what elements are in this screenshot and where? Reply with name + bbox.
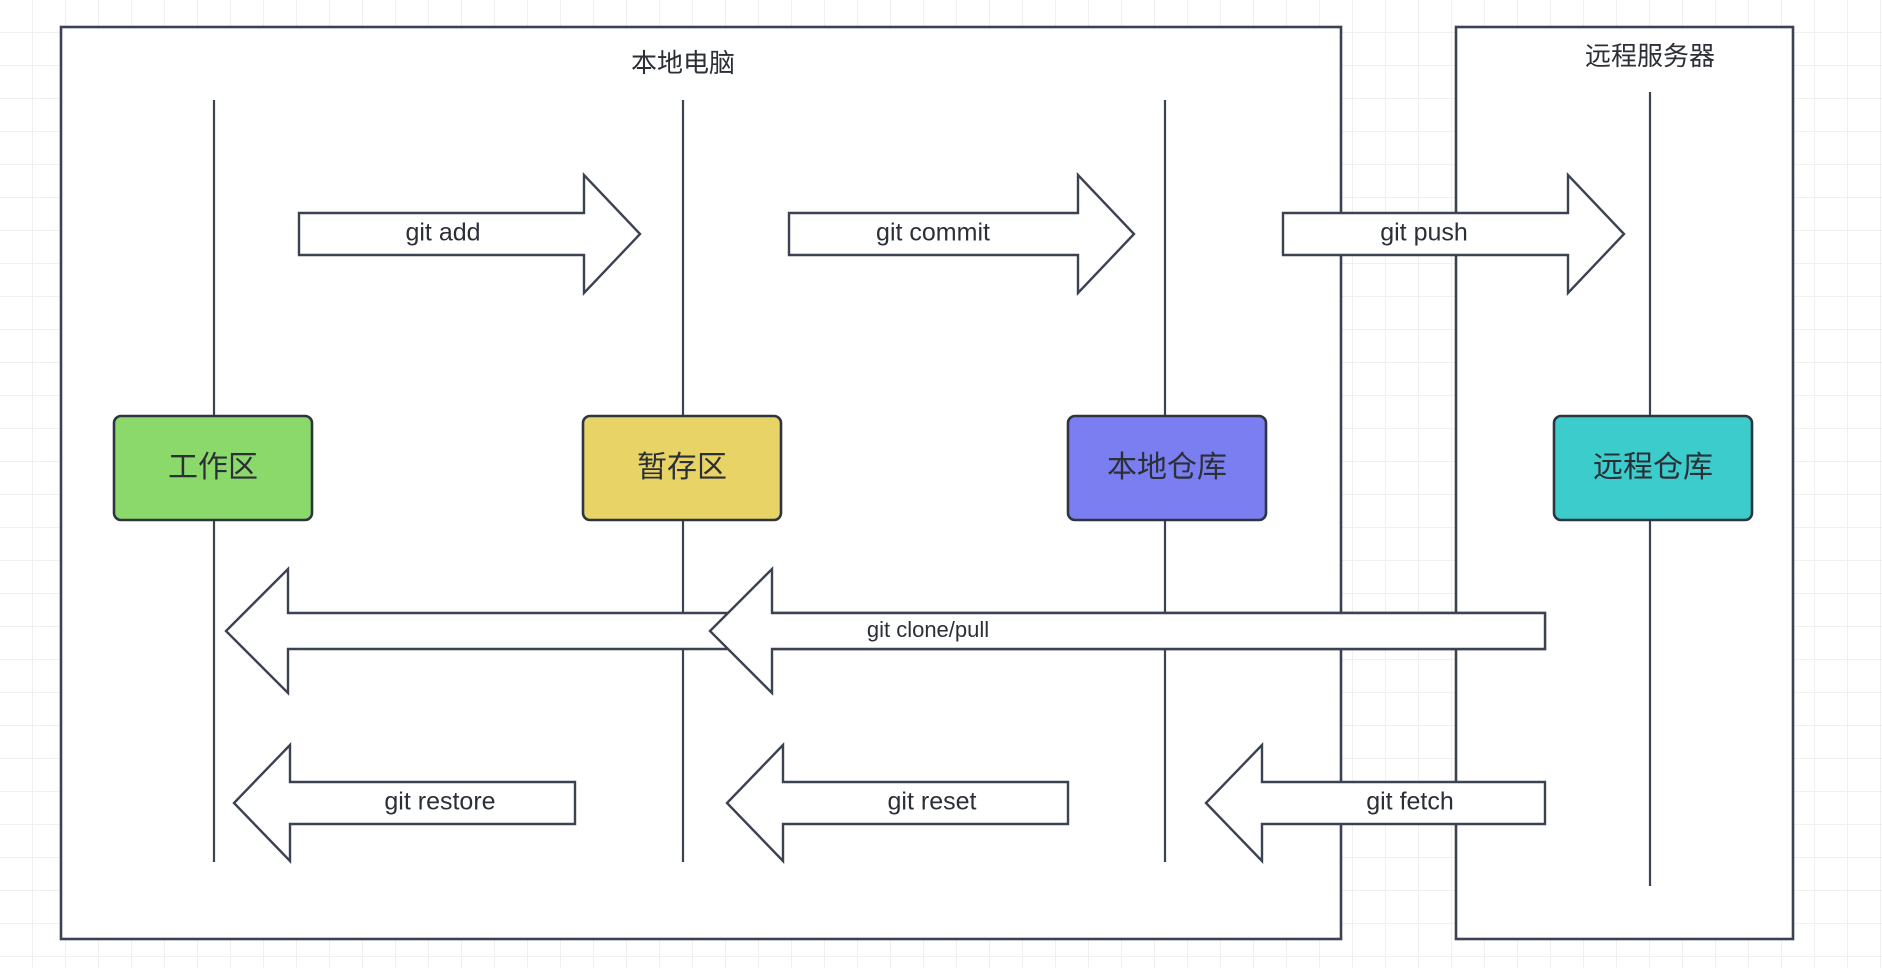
arrow-label-git-add: git add	[405, 219, 480, 247]
arrow-label-git-push: git push	[1380, 219, 1468, 247]
arrow-label-git-reset: git reset	[888, 788, 977, 816]
frame-title-local: 本地电脑	[631, 48, 735, 78]
node-local-repo[interactable]: 本地仓库	[1066, 414, 1268, 522]
arrow-git-fetch: git fetch	[1204, 742, 1547, 864]
arrow-shape-git-clone-pull	[708, 566, 1547, 696]
node-label-remote-repo: 远程仓库	[1593, 451, 1713, 484]
node-box-staging[interactable]	[581, 414, 783, 522]
arrow-git-commit: git commit	[787, 171, 1136, 297]
frame-title-remote: 远程服务器	[1585, 41, 1715, 71]
node-box-remote-repo[interactable]	[1552, 414, 1754, 522]
arrow-shape-git-push	[1281, 171, 1626, 297]
arrow-label-git-commit: git commit	[876, 219, 990, 247]
arrow-shape-git-commit	[787, 171, 1136, 297]
node-box-workspace[interactable]	[112, 414, 314, 522]
node-label-local-repo: 本地仓库	[1107, 451, 1227, 484]
nodes-layer: 工作区 暂存区 本地仓库 远程仓库	[112, 414, 1754, 522]
arrow-git-add: git add	[297, 171, 642, 297]
node-staging[interactable]: 暂存区	[581, 414, 783, 522]
arrow-shape-git-fetch	[1204, 742, 1547, 864]
arrow-shape-git-add	[297, 171, 642, 297]
node-remote-repo[interactable]: 远程仓库	[1552, 414, 1754, 522]
node-label-workspace: 工作区	[168, 451, 258, 484]
arrow-git-restore: git restore	[232, 742, 577, 864]
frame-titles-layer: 本地电脑 远程服务器	[631, 41, 1715, 78]
arrow-git-clone-pull: git clone/pull	[708, 566, 1547, 696]
node-label-staging: 暂存区	[637, 451, 727, 484]
arrow-git-push: git push	[1281, 171, 1626, 297]
arrow-shape-git-reset	[725, 742, 1070, 864]
arrow-label-git-fetch: git fetch	[1366, 788, 1454, 816]
arrow-git-reset: git reset	[725, 742, 1070, 864]
arrows-layer: git add git commit git push git clone/pull g…	[224, 171, 1626, 864]
node-box-local-repo[interactable]	[1066, 414, 1268, 522]
arrow-label-git-clone-pull: git clone/pull	[867, 617, 989, 642]
node-workspace[interactable]: 工作区	[112, 414, 314, 522]
arrow-label-git-restore: git restore	[384, 788, 495, 816]
arrow-shape-git-restore	[232, 742, 577, 864]
